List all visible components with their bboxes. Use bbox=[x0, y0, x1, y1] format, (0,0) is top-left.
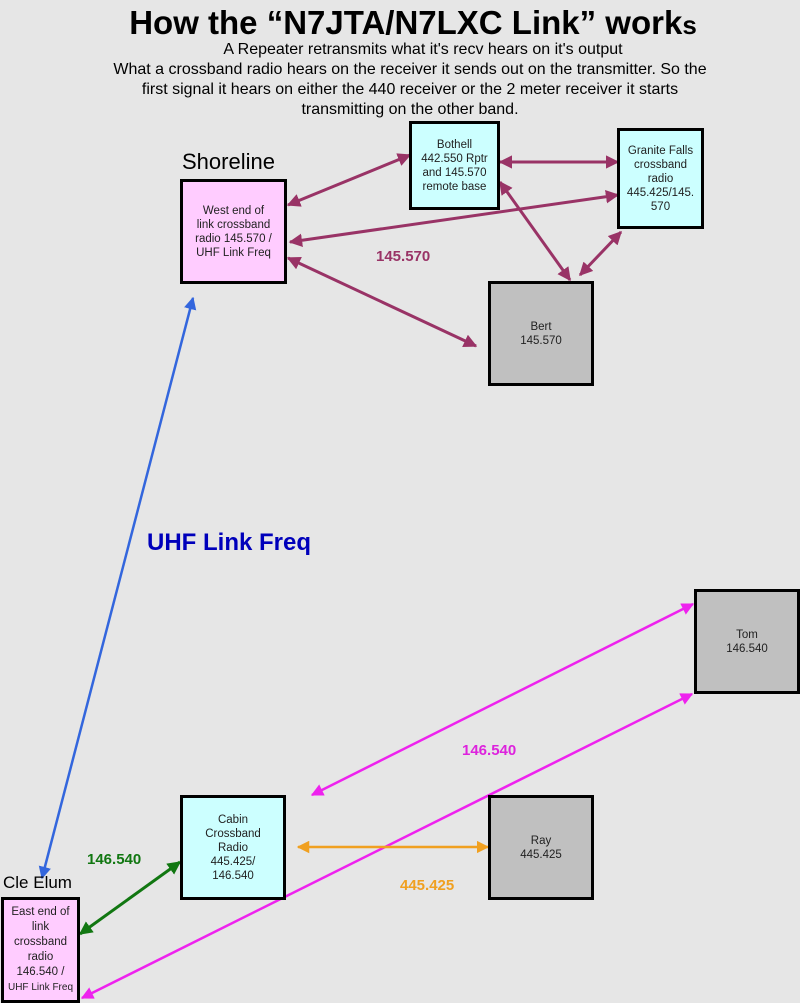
node-cle-elum-uhf: UHF Link Freq bbox=[7, 982, 73, 993]
freq-label-146-540-cabin: 146.540 bbox=[87, 851, 142, 868]
arrow-cle-elum-cabin bbox=[78, 860, 182, 936]
arrow-shoreline-bert bbox=[286, 256, 478, 348]
node-cle-elum-radio: East end of link crossband radio 146.540… bbox=[1, 897, 80, 1003]
arrow-granite-falls-bert bbox=[578, 230, 623, 277]
node-granite-falls-text: Granite Falls crossband radio 445.425/14… bbox=[626, 144, 695, 213]
node-shoreline-radio-text: West end of link crossband radio 145.570… bbox=[195, 204, 272, 259]
arrow-cabin-tom bbox=[310, 602, 695, 797]
title-text: How the “N7JTA/N7LXC Link” work bbox=[129, 4, 683, 41]
freq-label-146-540-tom: 146.540 bbox=[462, 742, 517, 759]
node-cle-elum-text: East end of link crossband radio 146.540… bbox=[11, 906, 70, 978]
node-ray: Ray 445.425 bbox=[488, 795, 594, 900]
arrow-bothell-bert bbox=[498, 180, 572, 282]
node-bothell-text: Bothell 442.550 Rptr and 145.570 remote … bbox=[421, 138, 488, 193]
place-label-cle-elum: Cle Elum bbox=[3, 873, 72, 892]
place-label-shoreline: Shoreline bbox=[182, 149, 275, 174]
node-granite-falls-radio: Granite Falls crossband radio 445.425/14… bbox=[617, 128, 704, 229]
node-ray-text: Ray 445.425 bbox=[520, 834, 562, 861]
node-cabin-text: Cabin Crossband Radio 445.425/ 146.540 bbox=[205, 813, 261, 882]
arrow-shoreline-bothell bbox=[286, 153, 412, 207]
node-bothell-repeater: Bothell 442.550 Rptr and 145.570 remote … bbox=[409, 121, 500, 210]
node-tom: Tom 146.540 bbox=[694, 589, 800, 694]
diagram-title: How the “N7JTA/N7LXC Link” works bbox=[0, 4, 800, 42]
node-cabin-radio: Cabin Crossband Radio 445.425/ 146.540 bbox=[180, 795, 286, 900]
node-tom-text: Tom 146.540 bbox=[726, 628, 768, 655]
node-bert: Bert 145.570 bbox=[488, 281, 594, 386]
freq-label-445-425: 445.425 bbox=[400, 877, 455, 894]
node-bert-text: Bert 145.570 bbox=[520, 320, 562, 347]
arrow-uhf-link bbox=[38, 296, 197, 880]
subtitle-line-2: What a crossband radio hears on the rece… bbox=[113, 61, 707, 118]
subtitle-line-1: A Repeater retransmits what it's recv he… bbox=[223, 41, 623, 58]
title-suffix: s bbox=[682, 10, 697, 40]
subtitle: A Repeater retransmits what it's recv he… bbox=[100, 40, 720, 120]
node-shoreline-radio: West end of link crossband radio 145.570… bbox=[180, 179, 287, 284]
freq-label-145-570: 145.570 bbox=[376, 248, 431, 265]
freq-label-uhf-link: UHF Link Freq bbox=[147, 529, 312, 556]
